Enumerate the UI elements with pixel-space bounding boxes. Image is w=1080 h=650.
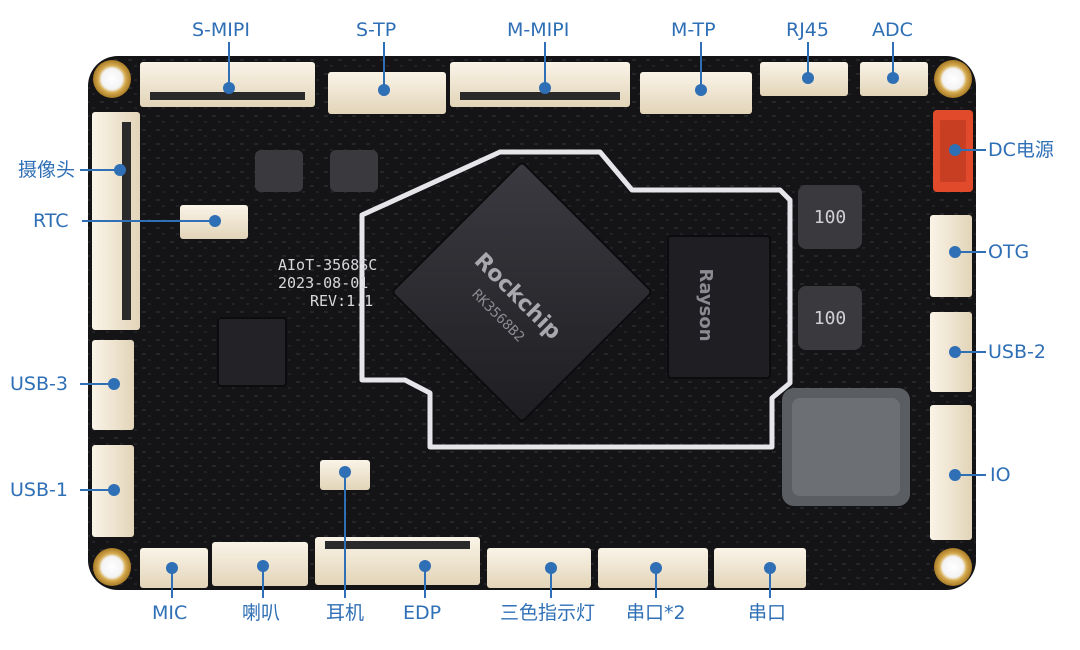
leader-dot-usb-2 [949,346,961,358]
label-m-tp: M-TP [671,19,716,41]
wifi-module-top [792,398,900,496]
mounting-hole-top-right [934,60,972,98]
edp-connector-slot [325,541,470,549]
leader-dot-otg [949,246,961,258]
leader-dot-camera [114,164,126,176]
label-s-mipi: S-MIPI [192,19,250,41]
leader-dot-adc [887,72,899,84]
label-earphone: 耳机 [326,602,365,624]
label-usb-1: USB-1 [10,479,68,501]
s-mipi-connector-slot [150,92,305,100]
inductor-2-value: 100 [814,308,847,329]
ddr-brand: Rayson [695,268,716,341]
inductor-3 [255,150,303,192]
leader-dot-s-mipi [223,82,235,94]
leader-dot-speaker [257,560,269,572]
label-uart: 串口 [748,602,787,624]
leader-dot-mic [166,562,178,574]
uart-connector [714,548,806,588]
leader-dot-uart [764,562,776,574]
label-camera: 摄像头 [18,159,76,181]
soc-outline-trace [359,149,793,450]
leader-dot-usb-3 [108,378,120,390]
audio-codec-chip [217,317,287,387]
mounting-hole-bottom-left [93,548,131,586]
inductor-4 [330,150,378,192]
label-speaker: 喇叭 [242,602,281,624]
leader-dot-io [949,469,961,481]
m-mipi-connector-slot [460,92,620,100]
leader-dot-edp [419,560,431,572]
soc-chip: RK3568B2 Rockchip [392,162,652,422]
label-rj45: RJ45 [786,19,829,41]
m-mipi-connector [450,62,630,107]
leader-dot-m-mipi [539,82,551,94]
label-edp: EDP [403,602,442,624]
label-usb-2: USB-2 [988,341,1046,363]
label-s-tp: S-TP [356,19,397,41]
board-date: 2023-08-01 [278,274,368,292]
mounting-hole-bottom-right [934,548,972,586]
tri-color-led-connector [487,548,591,588]
inductor-1-value: 100 [814,207,847,228]
label-m-mipi: M-MIPI [507,19,570,41]
mounting-hole-top-left [93,60,131,98]
leader-dot-m-tp [695,84,707,96]
leader-dot-earphone [339,466,351,478]
label-io: IO [990,464,1011,486]
leader-dot-dc-power [949,144,961,156]
leader-lines [80,42,986,598]
leader-dot-tri-color-led [545,562,557,574]
inductor-2 [798,286,862,350]
label-tri-color-led: 三色指示灯 [500,602,596,624]
label-mic: MIC [152,602,188,624]
label-dc-power: DC电源 [988,139,1054,161]
label-otg: OTG [988,241,1030,263]
board-revision: REV:1.1 [310,292,373,310]
label-uart-2: 串口*2 [626,602,686,624]
ddr-chip [667,235,771,379]
label-usb-3: USB-3 [10,373,68,395]
leader-dot-usb-1 [108,484,120,496]
leader-dot-s-tp [378,84,390,96]
label-adc: ADC [872,19,913,41]
leader-dot-uart-2 [650,562,662,574]
label-rtc: RTC [33,210,69,232]
leader-dot-rtc [209,215,221,227]
inductor-1 [798,185,862,249]
board-model: AIoT-3568SC [278,256,377,274]
leader-dot-rj45 [802,72,814,84]
